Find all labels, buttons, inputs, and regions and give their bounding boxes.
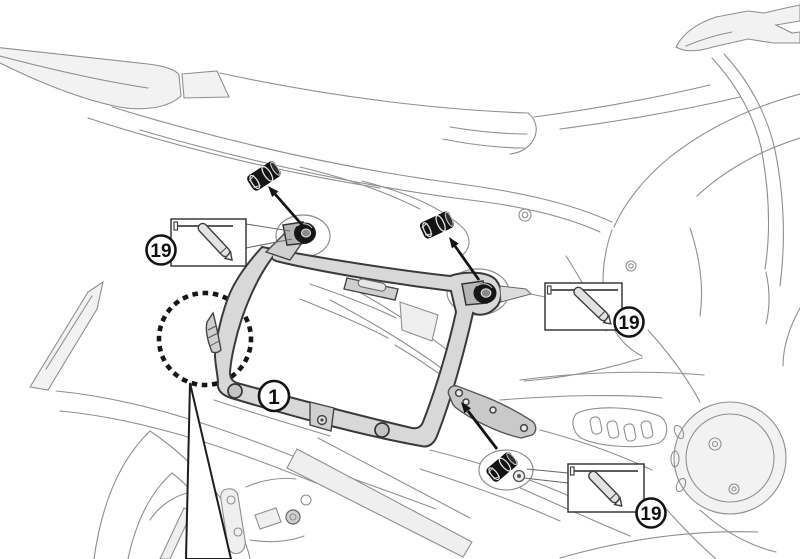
seat-and-bodywork — [87, 72, 741, 374]
part-badge-screw-top-left: 19 — [145, 234, 177, 266]
rear-plate-dart — [499, 285, 532, 303]
screw-side-view-icon — [569, 466, 638, 476]
screw-3d-icon — [588, 470, 623, 507]
fairing-fastener-icons — [518, 208, 637, 272]
screw-3d-icon — [573, 286, 612, 325]
screw-assembly-bottom-icon — [486, 452, 518, 482]
bottom-tube-bolt-rear — [374, 422, 390, 438]
front-mount-grommet — [282, 221, 316, 246]
handlebar-mirror — [675, 4, 800, 52]
rear-mount-grommet — [461, 280, 497, 306]
tail-trim-blades — [29, 280, 104, 391]
part-badge-frame: 1 — [257, 379, 291, 413]
top-tube-plate — [343, 277, 399, 301]
assembly-arrows — [268, 186, 499, 450]
pointer-wedge — [184, 382, 233, 559]
rack-hook — [205, 311, 222, 354]
arrow-bottom-mount — [461, 402, 499, 450]
bottom-tube-bolt-front — [227, 383, 243, 399]
part-badge-screw-bottom: 19 — [635, 497, 667, 529]
front-fairing — [523, 53, 800, 403]
part-badge-label: 19 — [618, 313, 639, 334]
callout-top-right — [544, 282, 623, 331]
screw-assembly-top-left-icon — [247, 161, 281, 191]
tail-cowl — [0, 47, 230, 110]
part-badge-label: 19 — [640, 504, 661, 525]
arrow-rear-mount — [449, 237, 481, 281]
screw-assembly-top-right-icon — [419, 211, 455, 239]
part-badge-screw-top-right: 19 — [613, 306, 645, 338]
bottom-tube-bracket — [309, 401, 335, 432]
engine-cover — [659, 401, 787, 559]
rear-wheel — [55, 390, 437, 559]
rear-support-arm — [447, 385, 537, 439]
arrow-front-mount — [268, 186, 305, 227]
motorcycle-linework — [0, 4, 800, 559]
screw-3d-icon — [197, 222, 233, 262]
swingarm-chain — [220, 437, 473, 558]
part-badge-label: 19 — [150, 241, 171, 262]
vent-slots — [572, 407, 668, 448]
callout-bottom — [523, 463, 645, 513]
bottom-mount-tab — [512, 469, 526, 483]
callout-top-left — [170, 218, 293, 267]
dotted-highlight-circle — [156, 290, 254, 388]
part-badge-label: 1 — [268, 386, 280, 409]
